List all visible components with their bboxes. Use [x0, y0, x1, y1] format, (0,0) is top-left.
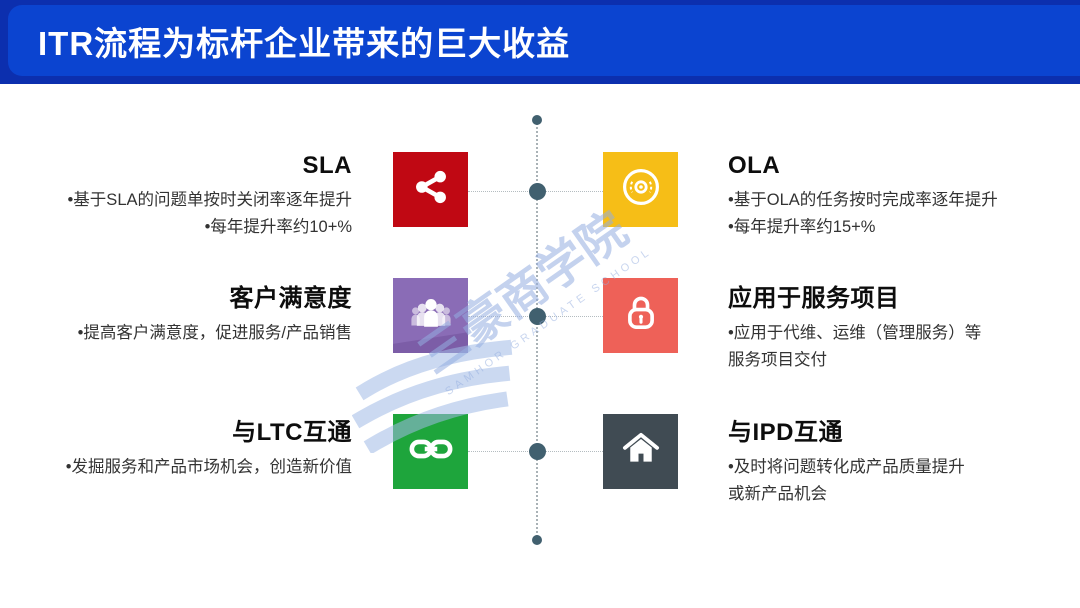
section-title: 客户满意度: [229, 285, 352, 312]
timeline-line: [536, 120, 538, 540]
section-service-projects: 应用于服务项目 •应用于代维、运维（管理服务）等 服务项目交付: [728, 278, 1058, 374]
page-title: ITR流程为标杆企业带来的巨大收益: [38, 24, 571, 62]
link-icon: [406, 424, 456, 479]
section-title: 与IPD互通: [728, 419, 844, 446]
header: ITR流程为标杆企业带来的巨大收益: [0, 0, 1080, 84]
section-ipd: 与IPD互通 •及时将问题转化成产品质量提升 或新产品机会: [728, 412, 1058, 508]
connector-row2-right: [539, 316, 603, 317]
lock-icon: [618, 290, 664, 341]
section-customer-satisfaction: 客户满意度 •提高客户满意度，促进服务/产品销售: [30, 278, 352, 347]
bullet-line: 或新产品机会: [728, 485, 827, 503]
customer-icon-tile: [393, 278, 468, 353]
bullet-line: •基于OLA的任务按时完成率逐年提升: [728, 191, 998, 209]
section-title: SLA: [302, 152, 352, 179]
timeline-node-row1: [529, 183, 546, 200]
bullet-line: •发掘服务和产品市场机会，创造新价值: [65, 458, 352, 476]
section-title: OLA: [728, 152, 781, 179]
bullet-line: •应用于代维、运维（管理服务）等: [728, 324, 982, 342]
connector-row1-left: [468, 191, 536, 192]
ipd-icon-tile: [603, 414, 678, 489]
home-icon: [618, 426, 664, 477]
bullet-line: •提高客户满意度，促进服务/产品销售: [77, 324, 352, 342]
section-sla: SLA •基于SLA的问题单按时关闭率逐年提升 •每年提升率约10+%: [30, 152, 352, 241]
timeline-node-row3: [529, 443, 546, 460]
bullet-line: 服务项目交付: [728, 351, 827, 369]
connector-row1-right: [539, 191, 603, 192]
connector-row2-left: [468, 316, 536, 317]
section-ltc: 与LTC互通 •发掘服务和产品市场机会，创造新价值: [30, 412, 352, 481]
bullet-line: •基于SLA的问题单按时关闭率逐年提升: [67, 191, 352, 209]
connector-row3-left: [468, 451, 536, 452]
section-title: 应用于服务项目: [728, 285, 900, 312]
timeline-node-top: [532, 115, 542, 125]
timeline-node-row2: [529, 308, 546, 325]
section-title: 与LTC互通: [232, 419, 352, 446]
timeline-node-bottom: [532, 535, 542, 545]
service-icon-tile: [603, 278, 678, 353]
section-ola: OLA •基于OLA的任务按时完成率逐年提升 •每年提升率约15+%: [728, 152, 1058, 241]
watermark-subtext: SAMHOR GRADUATE SCHOOL: [443, 245, 655, 399]
disc-icon: [617, 163, 665, 216]
ola-icon-tile: [603, 152, 678, 227]
bullet-line: •及时将问题转化成产品质量提升: [728, 458, 965, 476]
header-bar: ITR流程为标杆企业带来的巨大收益: [8, 5, 1080, 76]
bullet-line: •每年提升率约15+%: [728, 218, 876, 236]
connector-row3-right: [539, 451, 603, 452]
ltc-icon-tile: [393, 414, 468, 489]
sla-icon-tile: [393, 152, 468, 227]
people-icon: [406, 288, 456, 343]
bullet-line: •每年提升率约10+%: [204, 218, 352, 236]
share-icon: [408, 164, 454, 215]
